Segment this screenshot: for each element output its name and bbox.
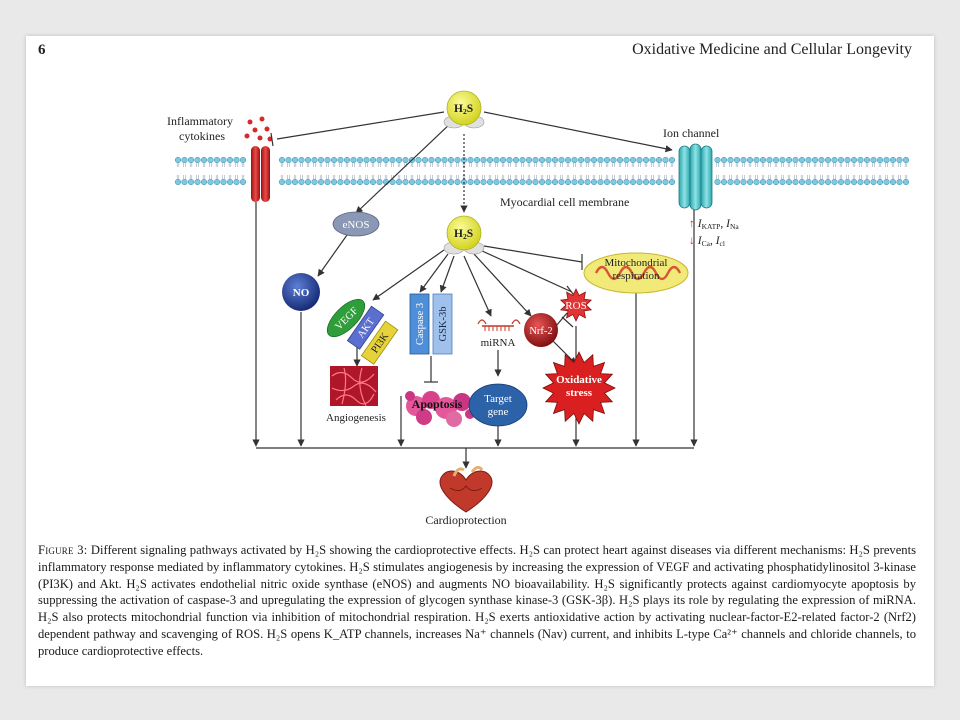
apoptosis-image: Apoptosis <box>405 391 475 427</box>
caption-text: Different signaling pathways activated b… <box>38 543 916 658</box>
figure-diagram: Inflammatory cytokines Ion channel Myoca… <box>167 90 910 527</box>
svg-text:H2S: H2S <box>454 228 473 241</box>
gsk3b-node: GSK-3b <box>432 293 453 355</box>
vegf-akt-pi3k: VEGF AKT PI3K <box>326 298 399 365</box>
no-node: NO <box>282 273 320 311</box>
cell-membrane <box>174 154 910 188</box>
svg-text:gene: gene <box>488 406 509 418</box>
ros-node: ROS <box>559 288 593 322</box>
svg-text:Apoptosis: Apoptosis <box>412 397 463 411</box>
inflammatory-label-1: Inflammatory <box>167 114 233 128</box>
inflammatory-channel <box>244 116 273 202</box>
svg-text:Mitochondrial: Mitochondrial <box>605 257 668 269</box>
heart-icon <box>439 465 493 513</box>
figure-caption: Figure 3: Different signaling pathways a… <box>38 542 916 660</box>
enos-node: eNOS <box>332 211 380 237</box>
svg-text:respiration: respiration <box>612 270 660 282</box>
svg-text:↑IKATP, INa: ↑IKATP, INa <box>689 218 739 231</box>
page-number: 6 <box>38 42 46 58</box>
inflammatory-label-2: cytokines <box>179 129 225 143</box>
svg-text:↓ICa, Icl: ↓ICa, Icl <box>689 235 725 248</box>
mirna-node: miRNA <box>477 319 521 349</box>
h2s-molecule-inner: H2S <box>443 215 485 255</box>
down-arrow: ↓ <box>689 235 695 247</box>
svg-text:NO: NO <box>293 287 310 299</box>
ion-currents: ↑IKATP, INa ↓ICa, Icl <box>689 218 739 248</box>
svg-text:miRNA: miRNA <box>481 337 516 349</box>
up-arrow: ↑ <box>689 218 695 230</box>
oxidative-stress-node: Oxidative stress <box>542 351 616 425</box>
svg-text:stress: stress <box>566 387 593 399</box>
membrane-label: Myocardial cell membrane <box>500 195 629 209</box>
nrf2-node: Nrf-2 <box>524 313 558 347</box>
caspase3-node: Caspase 3 <box>409 293 430 355</box>
svg-text:Angiogenesis: Angiogenesis <box>326 412 386 424</box>
svg-text:Oxidative: Oxidative <box>556 374 602 386</box>
mitochondria-node: Mitochondrial respiration <box>583 252 689 294</box>
h2s-molecule-top: H2S <box>443 90 485 129</box>
angiogenesis-image: Angiogenesis <box>326 366 386 424</box>
figure-label: Figure 3: <box>38 543 88 557</box>
svg-text:H2S: H2S <box>454 103 473 116</box>
svg-text:Target: Target <box>484 393 512 405</box>
svg-text:Nrf-2: Nrf-2 <box>529 326 552 337</box>
ion-channel-label: Ion channel <box>663 126 720 140</box>
svg-text:Caspase 3: Caspase 3 <box>415 303 426 345</box>
svg-text:GSK-3b: GSK-3b <box>438 306 449 341</box>
svg-text:ROS: ROS <box>565 300 586 312</box>
document-page: 6 Oxidative Medicine and Cellular Longev… <box>26 36 934 686</box>
journal-title: Oxidative Medicine and Cellular Longevit… <box>632 41 912 58</box>
ion-channel-icon <box>678 143 713 211</box>
target-gene-node: Target gene <box>468 383 528 427</box>
svg-text:eNOS: eNOS <box>343 219 370 231</box>
cardioprotection-label: Cardioprotection <box>425 513 506 527</box>
